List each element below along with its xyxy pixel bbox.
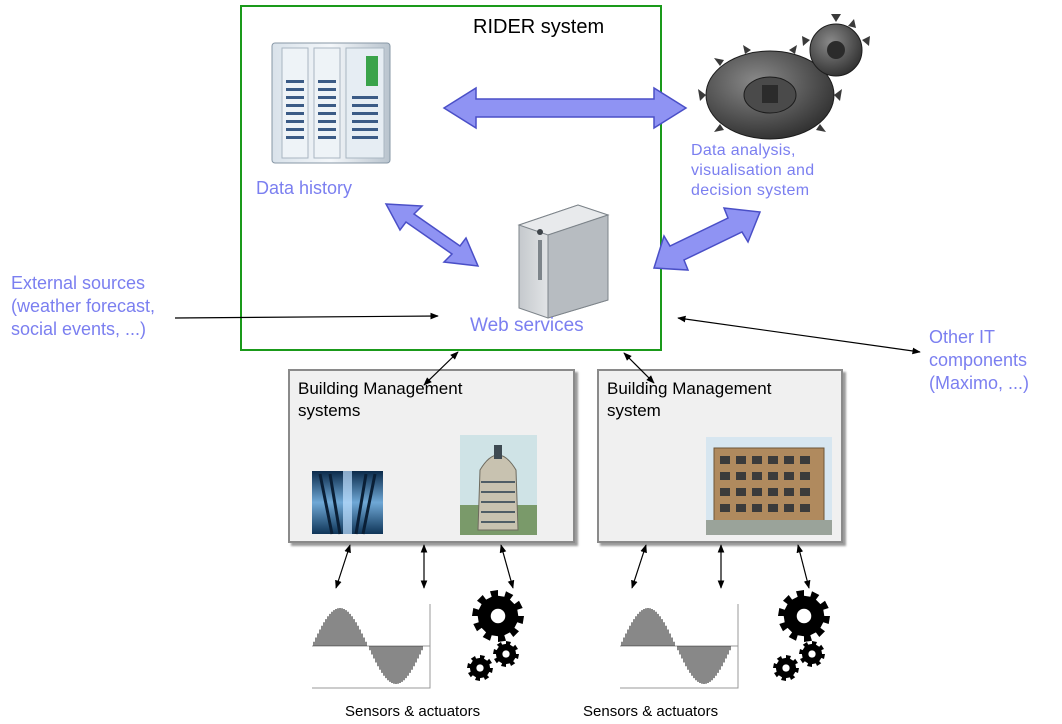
- sensors-actuators-label-left: Sensors & actuators: [345, 703, 481, 720]
- external-sources-line: External sources: [11, 273, 146, 293]
- server-rack-icon: [271, 42, 391, 164]
- arrow-bms-left-actuator: [499, 544, 515, 589]
- bevel-gears-icon: [698, 14, 870, 140]
- gear-cluster-icon: [467, 590, 524, 681]
- other-it-line: components: [929, 350, 1028, 370]
- analysis-label-line: Data analysis,: [691, 142, 796, 159]
- sensors-actuators-label-right: Sensors & actuators: [583, 703, 719, 720]
- bms-right-line: system: [607, 401, 661, 420]
- bms-left-line: Building Management: [298, 379, 463, 398]
- external-sources-line: (weather forecast,: [11, 296, 156, 316]
- tower-building-image: [460, 435, 537, 535]
- sine-wave-icon: [312, 604, 431, 689]
- analysis-label-line: decision system: [691, 182, 810, 199]
- tower-server-icon: [517, 204, 610, 319]
- other-it-line: Other IT: [929, 327, 996, 347]
- double-arrow-history-web: [384, 203, 480, 267]
- arrow-bms-right-sensor-a: [631, 544, 647, 589]
- arrow-bms-right-actuator: [796, 544, 811, 589]
- double-arrow-web-analysis: [652, 207, 762, 271]
- apartment-building-image: [706, 437, 832, 535]
- bms-right-line: Building Management: [607, 379, 772, 398]
- arrow-web-bms-left: [423, 351, 459, 386]
- bms-left-label: Building Management systems: [298, 378, 462, 422]
- sine-wave-icon: [620, 604, 739, 689]
- other-it-label: Other IT components (Maximo, ...): [929, 326, 1029, 395]
- data-history-label: Data history: [256, 178, 353, 198]
- analysis-label-line: visualisation and: [691, 162, 815, 179]
- arrow-web-other-it: [677, 315, 921, 355]
- bms-right-label: Building Management system: [607, 378, 771, 422]
- other-it-line: (Maximo, ...): [929, 373, 1030, 393]
- web-services-label: Web services: [470, 315, 584, 336]
- arrow-bms-left-sensor-a: [335, 544, 351, 589]
- double-arrow-history-analysis: [442, 86, 688, 130]
- rider-system-title: RIDER system: [473, 16, 605, 38]
- arrow-web-bms-right: [623, 352, 655, 384]
- data-center-image: [312, 471, 383, 535]
- analysis-label: Data analysis, visualisation and decisio…: [691, 141, 814, 201]
- bms-left-line: systems: [298, 401, 361, 420]
- arrow-external-to-web: [174, 312, 439, 320]
- rider-system-frame: [240, 5, 662, 351]
- external-sources-label: External sources (weather forecast, soci…: [11, 272, 155, 341]
- gear-cluster-icon: [773, 590, 830, 681]
- external-sources-line: social events, ...): [11, 319, 147, 339]
